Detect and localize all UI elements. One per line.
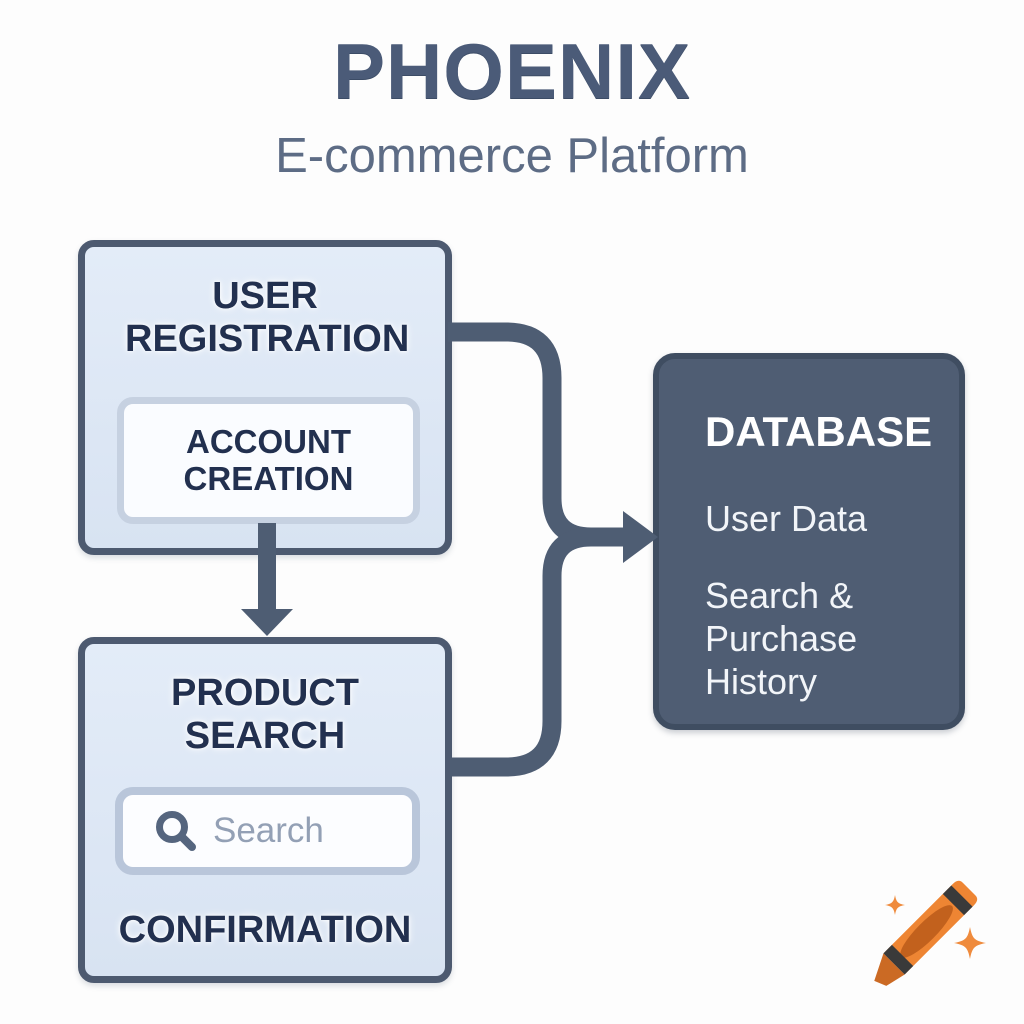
node-account-creation-label: ACCOUNT CREATION bbox=[183, 423, 354, 497]
node-database: DATABASE User Data Search & Purchase His… bbox=[653, 353, 965, 730]
search-input[interactable]: Search bbox=[115, 787, 420, 875]
node-confirmation-label: CONFIRMATION bbox=[118, 909, 412, 951]
page-subtitle: E-commerce Platform bbox=[275, 129, 749, 183]
search-icon bbox=[156, 811, 196, 851]
database-item-user-data: User Data bbox=[705, 498, 868, 539]
search-placeholder: Search bbox=[213, 811, 324, 850]
connector-product-search-to-database bbox=[450, 527, 623, 777]
database-item-search-purchase-history: Search & Purchase History bbox=[705, 575, 858, 703]
node-product-search-label: PRODUCT SEARCH bbox=[171, 672, 359, 757]
node-database-label: DATABASE bbox=[705, 408, 933, 455]
node-user-registration: USER REGISTRATION ACCOUNT CREATION bbox=[78, 240, 452, 555]
crayon-icon bbox=[874, 880, 978, 986]
crayon-logo bbox=[874, 880, 986, 986]
connector-user-registration-to-database bbox=[448, 322, 623, 547]
sparkle-icon bbox=[954, 927, 986, 959]
page-title: PHOENIX bbox=[332, 27, 692, 115]
sparkle-icon bbox=[885, 895, 905, 915]
node-account-creation: ACCOUNT CREATION bbox=[117, 397, 420, 524]
node-product-search: PRODUCT SEARCH Search CONFIRMATION bbox=[78, 637, 452, 983]
node-user-registration-label: USER REGISTRATION bbox=[125, 275, 410, 360]
arrow-down-icon bbox=[241, 609, 293, 636]
